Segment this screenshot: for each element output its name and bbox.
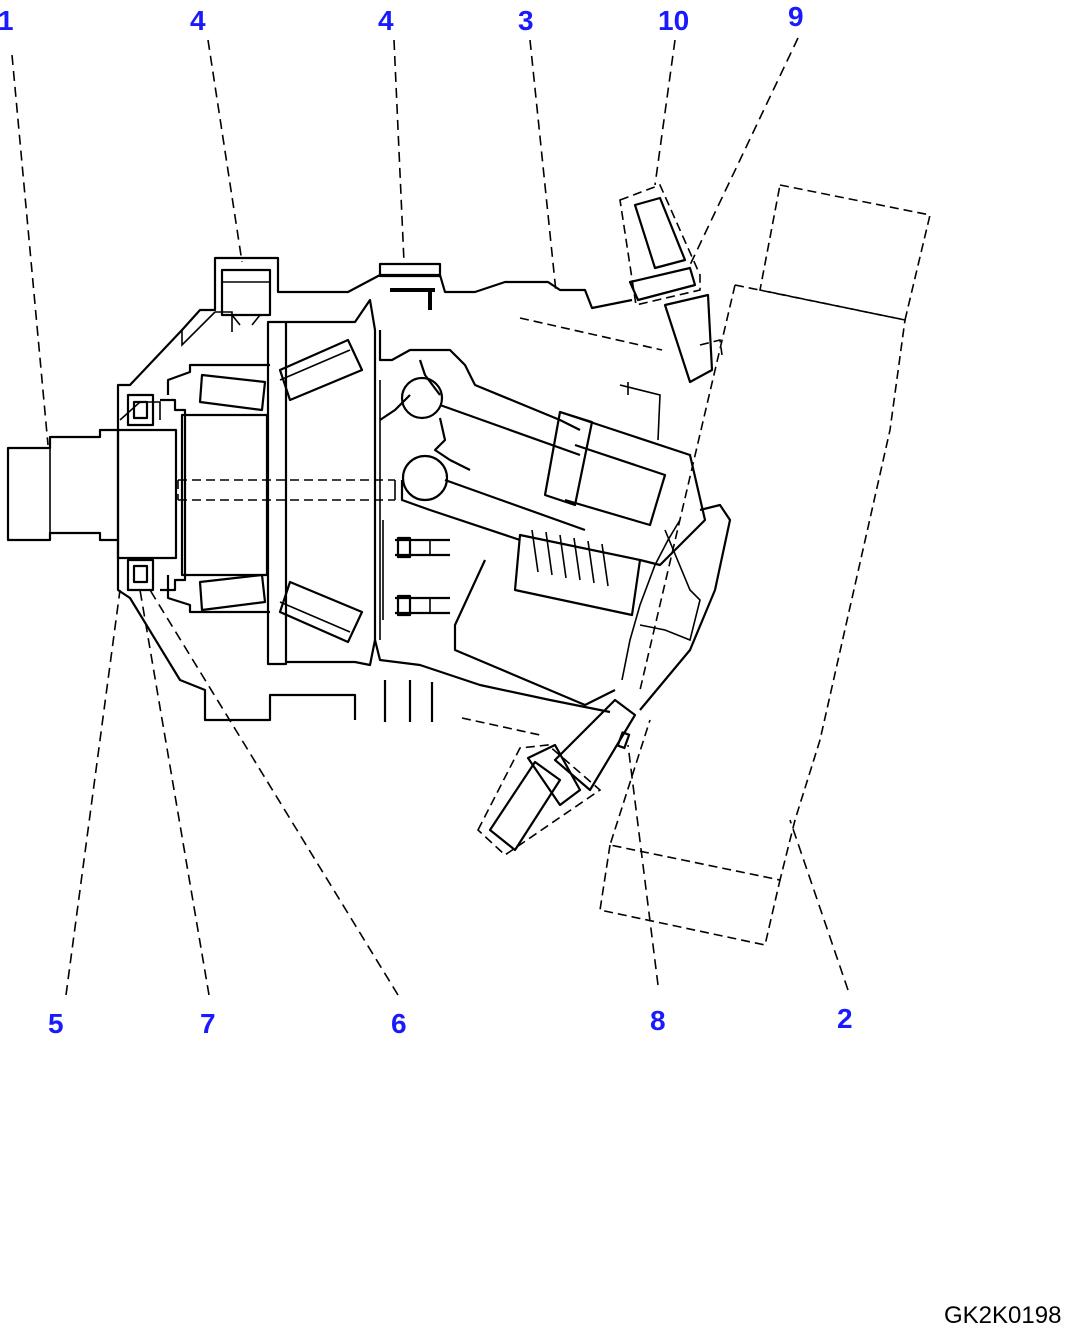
- servo-spring: [513, 382, 707, 617]
- front-bearing-assembly: [116, 363, 270, 614]
- taper-bearing-top: [198, 338, 364, 412]
- callout-6: 6: [391, 1008, 407, 1039]
- callout-3: 3: [518, 5, 534, 36]
- taper-bearing-bottom: [198, 573, 364, 644]
- plug-top: [378, 262, 442, 310]
- callout-10: 10: [658, 5, 689, 36]
- callout-2: 2: [837, 1003, 853, 1034]
- plug-left: [220, 268, 272, 326]
- front-housing: [116, 256, 633, 722]
- drive-flange: [177, 298, 396, 667]
- cylinder-housing: [453, 503, 732, 711]
- figure-code: GK2K0198: [944, 1302, 1061, 1329]
- callout-8: 8: [650, 1005, 666, 1036]
- callout-9: 9: [788, 1, 804, 32]
- piston-assembly: [373, 330, 611, 714]
- motor-flange-outline: [461, 184, 931, 946]
- upper-bolt: [619, 183, 723, 384]
- leader-lines: [11, 37, 849, 996]
- drive-shaft: [6, 428, 120, 542]
- callout-7: 7: [200, 1008, 216, 1039]
- callout-5: 5: [48, 1008, 64, 1039]
- callout-4-left: 4: [190, 5, 206, 36]
- callout-1: 1: [0, 5, 14, 36]
- callout-4-top: 4: [378, 5, 394, 36]
- lower-bolt: [477, 698, 637, 857]
- callout-labels: 1 4 4 3 10 9 5 7 6 8 2: [0, 1, 853, 1039]
